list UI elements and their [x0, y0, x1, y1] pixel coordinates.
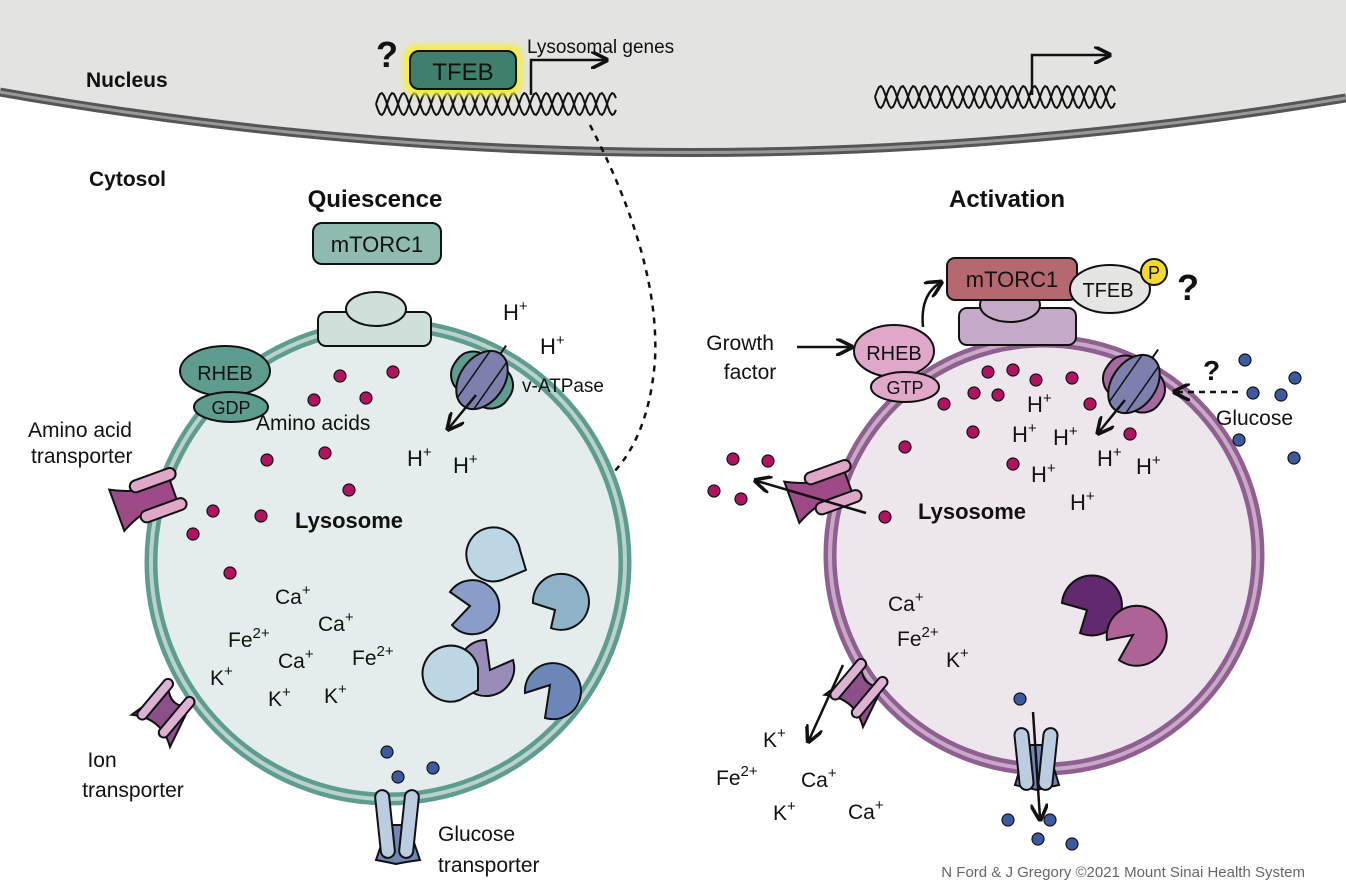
svg-text:P: P: [1148, 263, 1160, 283]
lysosome-label-activation: Lysosome: [918, 499, 1026, 524]
amino-acid-transporter-activation: [782, 459, 863, 525]
ragulator-complex-quiescence: [317, 291, 432, 347]
amino-acid-transporter-quiescence: [107, 467, 188, 533]
ion-transporter-activation: [821, 657, 889, 730]
svg-text:RHEB: RHEB: [197, 363, 253, 385]
proton-pump-arrow-quiescence: [449, 394, 477, 428]
rheb-activates-mtorc1-arrow: [921, 283, 940, 328]
ion-transporter-quiescence: [128, 677, 196, 750]
svg-text:K+: K+: [268, 684, 291, 711]
svg-text:Ca+: Ca+: [801, 765, 837, 792]
v-atpase-label: v-ATPase: [522, 376, 604, 397]
svg-text:K+: K+: [763, 725, 786, 752]
nucleus-region: [0, 0, 1346, 158]
quiescence-title: Quiescence: [308, 186, 443, 213]
svg-text:K+: K+: [946, 645, 969, 672]
amino-acid-efflux-arrow: [757, 481, 867, 515]
glucose-label-activation: Glucose: [1216, 407, 1293, 430]
rheb-gtp: RHEB GTP: [853, 324, 940, 403]
credit-line: N Ford & J Gregory ©2021 Mount Sinai Hea…: [941, 864, 1305, 881]
ions-activation-inside: Ca+ Fe2+ K+: [888, 589, 969, 672]
question-mark-nucleus: ?: [376, 34, 398, 75]
svg-text:H+: H+: [540, 332, 565, 359]
svg-text:Ca+: Ca+: [278, 646, 314, 673]
rheb-gdp: RHEB GDP: [179, 345, 271, 423]
svg-text:H+: H+: [453, 451, 478, 478]
svg-text:GTP: GTP: [886, 378, 923, 398]
mtorc1-inactive: mTORC1: [312, 222, 442, 265]
svg-text:H+: H+: [407, 444, 432, 471]
ion-efflux-arrow: [809, 664, 845, 740]
svg-text:H+: H+: [1012, 420, 1037, 447]
svg-text:H+: H+: [1136, 452, 1161, 479]
svg-text:Fe2+: Fe2+: [352, 643, 394, 670]
glucose-efflux-arrow: [1033, 711, 1040, 818]
svg-text:RHEB: RHEB: [866, 343, 922, 365]
glucose-transporter-label: Glucose transporter: [438, 823, 540, 877]
growth-factor-label: Growth factor: [706, 332, 780, 384]
lysosomal-genes-label: Lysosomal genes: [527, 37, 674, 58]
amino-acid-transporter-label: Amino acid transporter: [28, 419, 138, 468]
svg-text:Ca+: Ca+: [275, 582, 311, 609]
svg-text:Fe2+: Fe2+: [228, 625, 270, 652]
nucleus-label: Nucleus: [86, 69, 168, 92]
transcription-arrow-right: [1030, 55, 1108, 95]
glucose-dots-activation: [1001, 692, 1079, 851]
svg-text:H+: H+: [503, 298, 528, 325]
svg-text:K+: K+: [324, 681, 347, 708]
phosphate-badge: [1140, 258, 1168, 286]
ions-quiescence: Ca+ Ca+ Fe2+ Ca+ Fe2+ K+ K+ K+: [210, 582, 394, 711]
svg-text:Fe2+: Fe2+: [716, 763, 758, 790]
tfeb-nuclear: TFEB: [404, 45, 522, 95]
v-atpase-activation: [1102, 349, 1166, 415]
amino-acid-dots-activation: [707, 363, 1137, 524]
glucose-question-mark: ?: [1203, 355, 1220, 386]
svg-text:mTORC1: mTORC1: [331, 232, 424, 257]
svg-text:Fe2+: Fe2+: [897, 624, 939, 651]
tfeb-phosphorylated: TFEB P: [1069, 258, 1168, 314]
tfeb-translocation-arrow: [588, 124, 657, 487]
amino-acid-dots-quiescence: [186, 365, 400, 580]
svg-text:K+: K+: [773, 798, 796, 825]
activation-title: Activation: [949, 186, 1065, 213]
svg-text:H+: H+: [1070, 488, 1095, 515]
svg-text:H+: H+: [1027, 390, 1052, 417]
glucose-transporter-quiescence: [374, 789, 422, 866]
question-mark-activation: ?: [1177, 267, 1199, 308]
svg-text:TFEB: TFEB: [1082, 280, 1133, 302]
svg-text:Ca+: Ca+: [888, 589, 924, 616]
svg-text:K+: K+: [210, 663, 233, 690]
hydrolase-enzymes-activation: [1060, 574, 1168, 667]
glucose-dots-quiescence: [380, 745, 440, 784]
dna-helix-right: [874, 84, 1116, 110]
svg-text:mTORC1: mTORC1: [966, 267, 1059, 292]
hydrolase-enzymes-quiescence: [421, 526, 590, 721]
cytosol-label: Cytosol: [89, 168, 166, 191]
svg-text:H+: H+: [1053, 423, 1078, 450]
ions-activation-outside: K+ Fe2+ Ca+ K+ Ca+: [716, 725, 884, 825]
proton-pump-arrow-activation: [1099, 399, 1126, 432]
lysosome-label-quiescence: Lysosome: [295, 508, 403, 533]
svg-text:H+: H+: [1097, 444, 1122, 471]
ion-transporter-label: Ion transporter: [82, 749, 184, 802]
svg-text:H+: H+: [1031, 460, 1056, 487]
glucose-dots-activation-outside: [1232, 353, 1302, 465]
protons-activation: H+ H+ H+ H+ H+ H+ H+: [1012, 390, 1161, 515]
v-atpase-quiescence: [450, 345, 514, 411]
svg-text:Ca+: Ca+: [318, 609, 354, 636]
svg-text:Ca+: Ca+: [848, 797, 884, 824]
protons-quiescence: H+ H+ H+ H+: [407, 298, 565, 478]
svg-text:TFEB: TFEB: [432, 59, 493, 86]
svg-text:GDP: GDP: [211, 398, 250, 418]
amino-acids-label: Amino acids: [256, 412, 370, 435]
mtorc1-active: mTORC1: [946, 257, 1078, 301]
transcription-arrow-left: [529, 60, 605, 95]
